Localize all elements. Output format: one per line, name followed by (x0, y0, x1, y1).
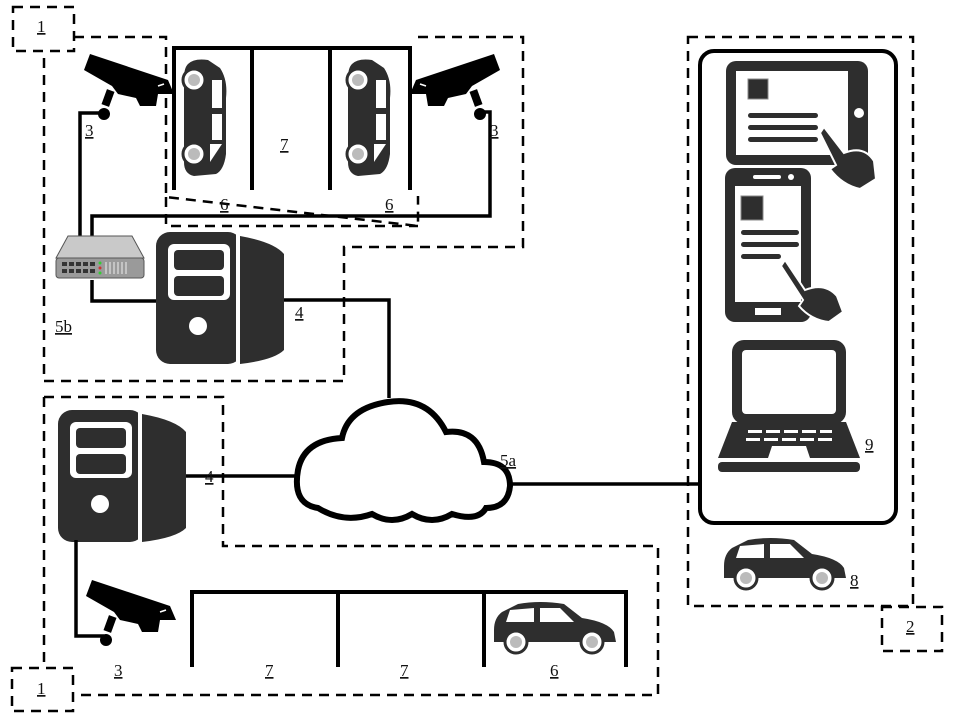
label-site-top: 1 (37, 17, 46, 36)
site-label-box-top (11, 5, 76, 53)
label-occupied-bottom: 6 (550, 661, 559, 680)
user-region (686, 35, 915, 608)
label-user-side: 2 (906, 617, 915, 636)
label-server-link-bottom: 4 (205, 467, 214, 486)
label-local-network: 5b (55, 317, 72, 336)
label-camera-top-right: 3 (490, 121, 499, 140)
label-occupied-top-left: 6 (220, 195, 229, 214)
site-region-bottom (42, 395, 660, 697)
label-site-bottom: 1 (37, 679, 46, 698)
camera-wire-right (90, 110, 492, 246)
tablet-touch-icon (726, 61, 878, 191)
label-occupied-top-right: 6 (385, 195, 394, 214)
camera-wire-left (78, 111, 104, 246)
label-network: 5a (500, 451, 517, 470)
car-side-view-icon (722, 536, 848, 591)
server-tower-icon (58, 410, 186, 542)
laptop-icon (718, 340, 860, 472)
security-camera-icon (409, 53, 501, 121)
label-vacant-bottom-1: 7 (265, 661, 274, 680)
smartphone-touch-icon (725, 168, 845, 324)
label-server-link-top: 4 (295, 303, 304, 322)
label-camera-bottom: 3 (114, 661, 123, 680)
car-side-view-icon (492, 600, 618, 655)
switch-to-server-wire (90, 280, 158, 303)
network-switch-icon (55, 235, 145, 279)
label-user-vehicle: 8 (850, 571, 859, 590)
parking-bays-bottom (190, 590, 628, 667)
parking-bays-top (172, 46, 412, 190)
server-tower-icon (156, 232, 284, 364)
car-top-view-icon (345, 58, 392, 178)
user-devices-frame (698, 49, 898, 525)
server-to-cloud-wire-top (284, 298, 391, 398)
security-camera-icon (83, 53, 175, 121)
cloud-icon (294, 398, 514, 523)
label-camera-top-left: 3 (85, 121, 94, 140)
label-vacant-bottom-2: 7 (400, 661, 409, 680)
label-user-devices: 9 (865, 435, 874, 454)
car-top-view-icon (181, 58, 228, 178)
camera-wire-bottom (74, 540, 104, 638)
label-vacant-top: 7 (280, 135, 289, 154)
